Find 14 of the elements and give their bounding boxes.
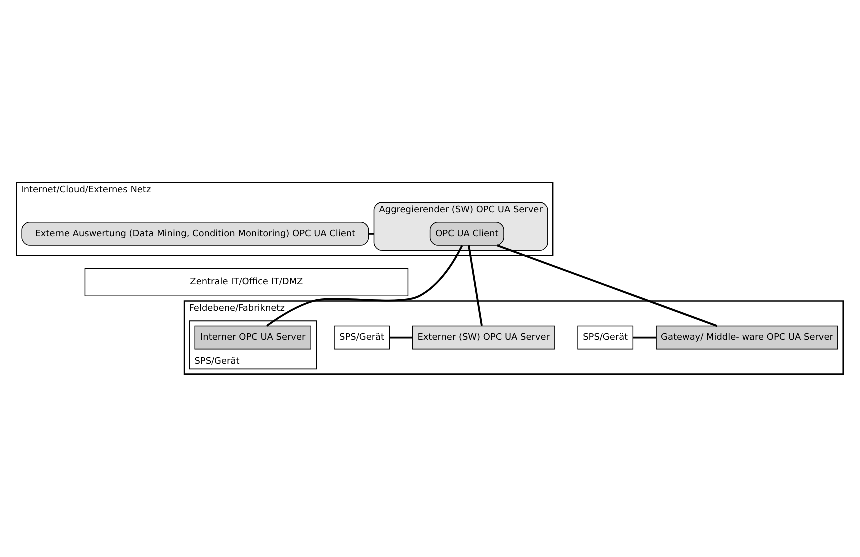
node-box: Interner OPC UA Server [194,326,312,350]
node-box: SPS/Gerät [334,326,390,350]
connector [369,233,374,235]
connector [266,245,464,327]
node-box: Externe Auswertung (Data Mining, Condition Monitoring) OPC UA Client [22,222,370,246]
connector [390,336,413,339]
node-box: OPC UA Client [430,222,504,246]
node-box: Externer (SW) OPC UA Server [412,326,556,350]
connector [633,336,656,339]
node-box: Zentrale IT/Office IT/DMZ [84,268,409,296]
node-box: SPS/Gerät [578,326,634,350]
node-box: Gateway/ Middle- ware OPC UA Server [656,326,838,350]
connector [496,244,718,328]
connector [468,245,483,326]
